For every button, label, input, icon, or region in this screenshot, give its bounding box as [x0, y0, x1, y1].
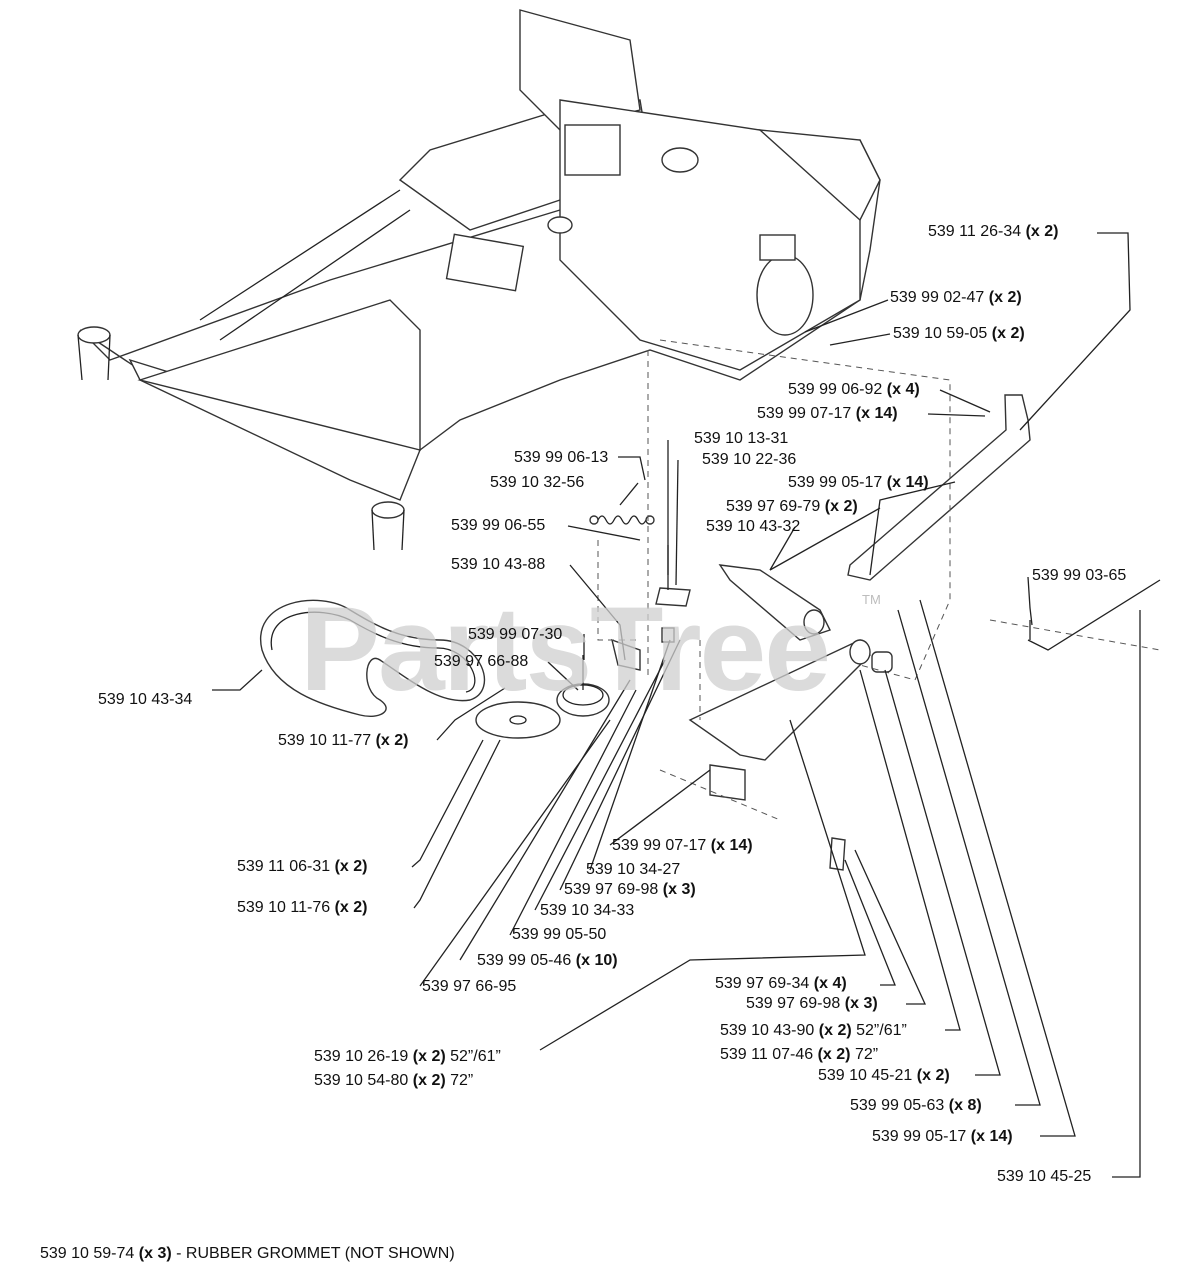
pulley-large: [475, 701, 561, 739]
part-label: 539 99 05-63 (x 8): [850, 1097, 982, 1114]
part-label: 539 10 22-36: [702, 451, 797, 468]
part-label: 539 99 02-47 (x 2): [890, 289, 1022, 306]
part-label: 539 11 07-46 (x 2) 72”: [720, 1046, 879, 1063]
part-label: 539 10 11-77 (x 2): [278, 732, 409, 749]
chassis-frame: [77, 9, 881, 551]
part-label: 539 99 05-46 (x 10): [477, 952, 618, 969]
part-label: 539 99 06-55: [451, 517, 546, 534]
part-label: 539 97 69-98 (x 3): [564, 881, 696, 898]
part-label: 539 97 69-34 (x 4): [715, 975, 847, 992]
part-label: 539 10 43-88: [451, 556, 546, 573]
part-label: 539 10 26-19 (x 2) 52”/61”: [314, 1048, 501, 1065]
part-label: 539 99 03-65: [1032, 567, 1127, 584]
part-label: 539 99 05-17 (x 14): [788, 474, 929, 491]
part-label: 539 99 05-50: [512, 926, 607, 943]
part-label: 539 10 45-21 (x 2): [818, 1067, 950, 1084]
part-label: 539 99 07-30: [468, 626, 563, 643]
part-label: 539 10 45-25: [997, 1168, 1092, 1185]
footnote: 539 10 59-74 (x 3) - RUBBER GROMMET (NOT…: [40, 1245, 455, 1262]
part-label: 539 11 26-34 (x 2): [928, 223, 1059, 240]
part-label: 539 10 54-80 (x 2) 72”: [314, 1072, 474, 1089]
part-label: 539 10 34-33: [540, 902, 635, 919]
part-label: 539 99 05-17 (x 14): [872, 1128, 1013, 1145]
part-label: 539 97 69-79 (x 2): [726, 498, 858, 515]
part-label: 539 97 66-95: [422, 978, 517, 995]
part-label: 539 99 07-17 (x 14): [612, 837, 753, 854]
drive-belt: [259, 599, 486, 717]
spring: [597, 515, 655, 525]
part-label: 539 11 06-31 (x 2): [237, 858, 368, 875]
part-label: 539 10 43-34: [98, 691, 193, 708]
part-label: 539 99 07-17 (x 14): [757, 405, 898, 422]
part-label: 539 99 06-92 (x 4): [788, 381, 920, 398]
part-label: 539 10 59-05 (x 2): [893, 325, 1025, 342]
rod: [1027, 579, 1161, 651]
part-label: 539 99 06-13: [514, 449, 609, 466]
part-label: 539 10 34-27: [586, 861, 681, 878]
trademark-mark: TM: [862, 592, 881, 607]
part-label: 539 97 69-98 (x 3): [746, 995, 878, 1012]
part-label: 539 97 66-88: [434, 653, 529, 670]
part-label: 539 10 43-90 (x 2) 52”/61”: [720, 1022, 907, 1039]
arm-bracket: [847, 394, 1031, 581]
watermark: PartsTree: [300, 582, 831, 716]
part-label: 539 10 11-76 (x 2): [237, 899, 368, 916]
leader-lines: [212, 232, 1141, 1178]
part-label: 539 10 32-56: [490, 474, 585, 491]
part-label: 539 10 13-31: [694, 430, 789, 447]
part-label: 539 10 43-32: [706, 518, 801, 535]
